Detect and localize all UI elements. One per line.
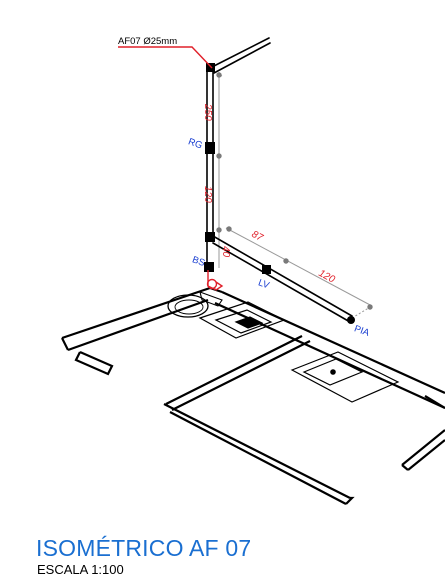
pipe-run — [212, 235, 353, 317]
wall-right-a — [401, 429, 445, 466]
wall-right-b — [407, 439, 445, 471]
tag-label: AF07 Ø25mm — [118, 36, 177, 47]
wall-right-end — [401, 464, 409, 471]
dim-label-riser-lower: 120 — [202, 186, 213, 203]
dimension-ticks — [216, 72, 373, 310]
fitting-tee — [205, 232, 215, 242]
bs-drop-node — [206, 278, 218, 290]
wall-left-end — [61, 337, 69, 351]
pipe-run — [212, 242, 351, 323]
dim-tick — [216, 153, 222, 159]
fitting-label-bs: BS — [191, 254, 207, 269]
wall-back-outer — [221, 290, 445, 395]
wall-right-corner — [424, 395, 445, 409]
washbasin-fixture — [198, 301, 286, 339]
sink-fixture — [290, 351, 400, 403]
pipe-network — [206, 37, 353, 323]
fitting-labels: RG BS LV PIA — [187, 136, 372, 339]
pipe-fittings — [204, 63, 355, 324]
tag-leader-line — [118, 46, 213, 69]
wall-partition-a — [165, 335, 303, 405]
dim-tick — [226, 226, 232, 232]
fitting-rg-valve — [205, 142, 215, 154]
dim-run-line — [225, 227, 373, 307]
wall-stub-left — [74, 350, 114, 376]
pipe-top-branch — [213, 42, 271, 74]
fitting-label-rg: RG — [187, 136, 204, 151]
pipe-tag: AF07 Ø25mm — [118, 36, 213, 69]
dim-tick — [367, 304, 373, 310]
wall-left-outer — [61, 286, 223, 340]
toilet-fixture — [167, 291, 223, 318]
wall-front-inner — [169, 411, 347, 505]
dimension-labels: 250 120 40 87 120 — [202, 103, 337, 286]
fixtures — [167, 291, 400, 403]
fitting-lv-tee — [262, 265, 271, 274]
dim-tick — [283, 258, 289, 264]
dim-label-riser-upper: 250 — [202, 103, 213, 121]
drawing-title: ISOMÉTRICO AF 07 — [36, 535, 252, 561]
fitting-bs-valve — [204, 262, 214, 272]
wall-partition-b — [171, 340, 311, 411]
wall-left-inner — [67, 298, 209, 352]
dim-tick — [216, 72, 222, 78]
wall-front-outer — [163, 403, 351, 499]
dim-label-drop: 40 — [220, 246, 231, 258]
fitting-label-pia: PIA — [353, 323, 372, 339]
bs-drop-outline — [207, 270, 224, 291]
fitting-top-elbow — [206, 63, 215, 72]
wall-front-end — [345, 496, 355, 505]
dim-label-run-1: 87 — [250, 229, 265, 244]
fitting-pia-cap — [347, 316, 355, 324]
drawing-scale: ESCALA 1:100 — [37, 562, 124, 577]
dim-tick — [216, 227, 222, 233]
fitting-label-lv: LV — [257, 277, 272, 291]
pipe-top-branch — [209, 37, 270, 69]
bs-drop — [206, 270, 224, 291]
dim-label-run-2: 120 — [317, 268, 337, 286]
